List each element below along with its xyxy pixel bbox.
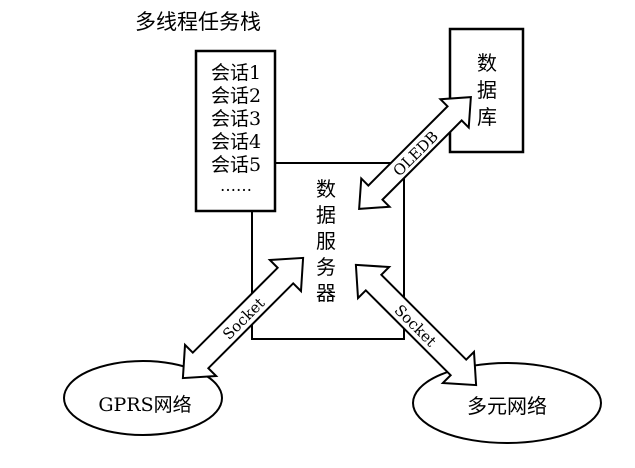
database-label-char: 库	[477, 105, 497, 129]
oledb-label: OLEDB	[389, 127, 442, 180]
data-server-label: 数 据 服 务 器	[316, 177, 336, 305]
data-server-label-char: 务	[316, 255, 336, 279]
task-stack-title: 多线程任务栈	[135, 10, 261, 34]
gprs-network-ellipse	[63, 360, 223, 436]
database-box	[448, 27, 525, 154]
data-server-label-char: 器	[316, 281, 336, 305]
session-item: 会话3	[211, 108, 261, 130]
task-stack-box	[194, 49, 277, 213]
gprs-network-label: GPRS网络	[98, 394, 191, 416]
data-server-label-char: 服	[316, 229, 336, 253]
data-server-label-char: 据	[316, 203, 336, 227]
socket-right-arrow-shape	[354, 263, 478, 387]
session-item: 会话4	[211, 131, 261, 153]
data-server-label-char: 数	[316, 177, 336, 201]
session-list: 会话1 会话2 会话3 会话4 会话5 ……	[211, 62, 261, 195]
database-label-char: 据	[477, 78, 497, 102]
multi-network-label: 多元网络	[467, 394, 547, 418]
oledb-arrow-shape	[358, 96, 472, 210]
session-item: 会话2	[211, 85, 261, 107]
session-item: 会话5	[211, 154, 261, 176]
database-label: 数 据 库	[477, 51, 497, 129]
socket-left-arrow-shape	[181, 256, 305, 380]
session-item: 会话1	[211, 62, 261, 84]
database-label-char: 数	[477, 51, 497, 75]
session-ellipsis: ……	[220, 176, 252, 195]
